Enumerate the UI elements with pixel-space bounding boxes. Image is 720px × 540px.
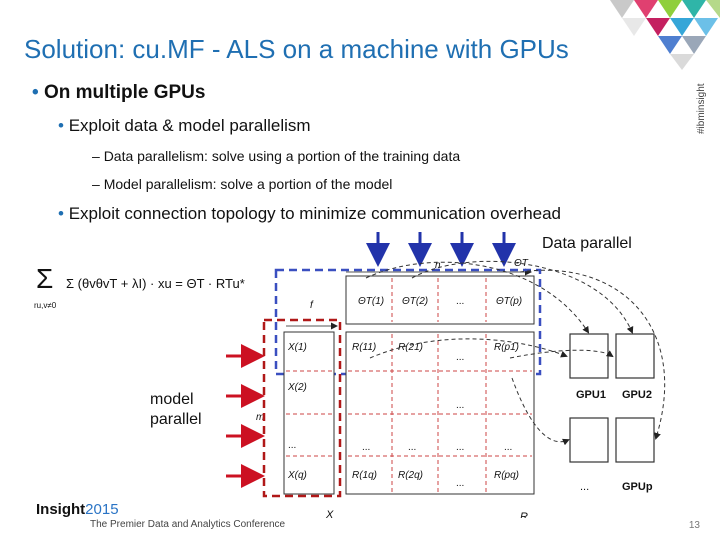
- x-block-1: X(1): [287, 342, 307, 353]
- bullet-text: Data parallelism: solve using a portion …: [103, 148, 461, 164]
- gpu-1-label: GPU1: [576, 389, 606, 401]
- data-parallel-arrows: [366, 232, 516, 267]
- als-parallel-diagram: Σ Σ (θvθvT + λI) · xu = ΘT · RTu* ru,v≠0…: [34, 232, 666, 518]
- theta-block-1: ΘT(1): [358, 296, 384, 307]
- r-block-pq: R(pq): [494, 470, 519, 481]
- model-parallel-label-line1: model: [150, 391, 194, 408]
- bullet-level2-b: • Exploit connection topology to minimiz…: [58, 204, 561, 224]
- gpu-4-box: [615, 417, 655, 463]
- bullet-dot-icon: •: [58, 116, 64, 135]
- gpu-p-label: GPUp: [622, 481, 653, 493]
- als-equation: Σ Σ (θvθvT + λI) · xu = ΘT · RTu* ru,v≠0: [34, 263, 245, 310]
- f-label: f: [310, 300, 314, 311]
- gpu-3-box: [569, 417, 609, 463]
- x-label: X: [325, 509, 334, 518]
- r-block-1q: R(1q): [352, 470, 377, 481]
- theta-matrix: [345, 275, 535, 325]
- bullet-dot-icon: •: [58, 204, 64, 223]
- bullet-text: On multiple GPUs: [43, 82, 206, 103]
- theta-block-2: ΘT(2): [402, 296, 428, 307]
- page-number: 13: [688, 520, 700, 531]
- footer-subtitle: The Premier Data and Analytics Conferenc…: [90, 519, 286, 530]
- r-block-row1-dots: ...: [456, 352, 464, 363]
- x-block-q: X(q): [287, 470, 307, 481]
- bullet-dot-icon: •: [32, 82, 39, 103]
- r-label: R: [520, 511, 528, 518]
- r-block-11: R(11): [352, 342, 376, 353]
- triangle-pattern-icon: [610, 0, 720, 70]
- bullet-level1-a: • On multiple GPUs: [32, 82, 205, 104]
- bullet-text: Exploit connection topology to minimize …: [68, 204, 562, 223]
- r-row3-dots-1: ...: [362, 442, 370, 453]
- theta-block-dots: ...: [456, 296, 464, 307]
- gpu-2-label: GPU2: [622, 389, 652, 401]
- dash-icon: –: [92, 176, 100, 192]
- model-parallel-arrows: [226, 344, 265, 488]
- model-parallel-label-line2: parallel: [150, 411, 202, 428]
- r-block-middle-dots: ...: [456, 400, 464, 411]
- insight-logo: Insight2015: [36, 501, 119, 518]
- bullet-level2-a: • Exploit data & model parallelism: [58, 116, 311, 136]
- gpu-2-box: [615, 333, 655, 379]
- hashtag-label: #ibminsight: [696, 83, 707, 134]
- r-matrix: [345, 331, 535, 495]
- r-block-2q: R(2q): [398, 470, 423, 481]
- r-row3-dots-3: ...: [456, 442, 464, 453]
- gpu-dots: ...: [580, 481, 589, 493]
- x-matrix: [283, 331, 335, 495]
- logo-word: Insight: [36, 501, 86, 518]
- dash-icon: –: [92, 148, 100, 164]
- bullet-text: Model parallelism: solve a portion of th…: [103, 176, 393, 192]
- sum-symbol: Σ: [36, 263, 53, 294]
- x-block-dots: ...: [288, 440, 296, 451]
- bullet-text: Exploit data & model parallelism: [68, 116, 311, 135]
- r-block-21: R(21): [398, 342, 423, 353]
- r-block-row4-dots: ...: [456, 478, 464, 489]
- data-parallel-label: Data parallel: [542, 235, 632, 252]
- model-parallel-box: [262, 318, 342, 498]
- r-row3-dots-4: ...: [504, 442, 512, 453]
- theta-block-p: ΘT(p): [496, 296, 522, 307]
- gpu-1-box: [569, 333, 609, 379]
- bullet-level3-b: – Model parallelism: solve a portion of …: [92, 176, 392, 192]
- logo-year: 2015: [85, 501, 119, 518]
- r-row3-dots-2: ...: [408, 442, 416, 453]
- slide-title: Solution: cu.MF - ALS on a machine with …: [24, 34, 569, 64]
- m-label: m: [256, 412, 264, 423]
- equation-text: Σ (θvθvT + λI) · xu = ΘT · RTu*: [66, 276, 245, 291]
- bullet-level3-a: – Data parallelism: solve using a portio…: [92, 148, 460, 164]
- communication-arrows: [365, 260, 666, 446]
- n-label: n: [435, 260, 441, 271]
- corner-decoration: [600, 0, 720, 70]
- x-block-2: X(2): [287, 382, 307, 393]
- r-block-p1: R(p1): [494, 342, 519, 353]
- equation-subscript: ru,v≠0: [34, 301, 57, 310]
